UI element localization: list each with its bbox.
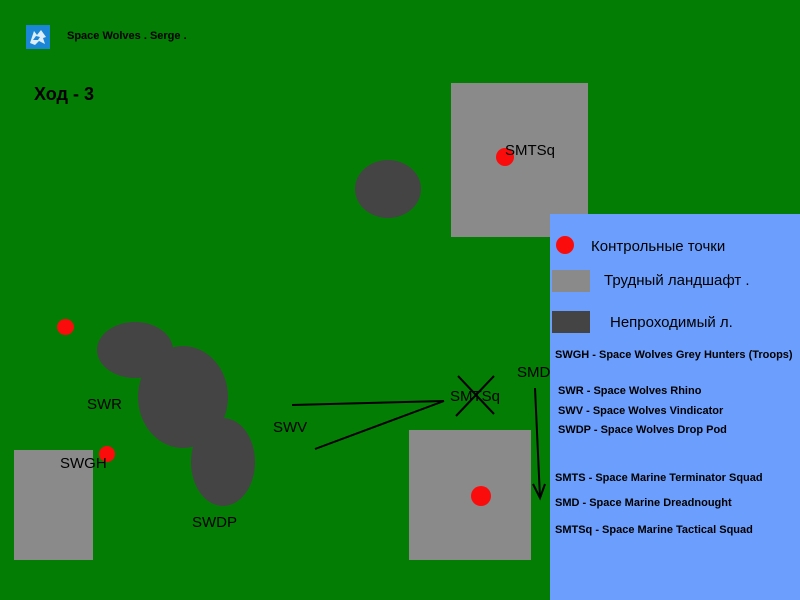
unit-label-swdp: SWDP [192,514,237,531]
arrow-head [532,483,546,501]
unit-label-smd: SMD [517,364,551,381]
destroyed-marker [455,375,495,417]
impassable-terrain-bottom [191,418,255,506]
movement-line [314,400,445,450]
hard-terrain-bottom-center [409,430,531,560]
legend-abbr-swr: SWR - Space Wolves Rhino [558,385,702,397]
movement-line [291,400,445,406]
impassable-swatch [552,311,590,333]
legend-abbr-swv: SWV - Space Wolves Vindicator [558,405,724,417]
objective-marker [471,486,491,506]
hard-terrain-swatch [552,270,590,292]
legend-abbr-smts: SMTS - Space Marine Terminator Squad [555,472,763,484]
legend-objectives: Контрольные точки [591,238,726,255]
legend-abbr-swdp: SWDP - Space Wolves Drop Pod [558,424,727,436]
hard-terrain-bottom-left [14,450,93,560]
hard-terrain-top [451,83,588,237]
legend-abbr-smd: SMD - Space Marine Dreadnought [555,497,732,509]
impassable-terrain-top [355,160,421,218]
objective-marker [496,148,514,166]
legend-abbr-swgh: SWGH - Space Wolves Grey Hunters (Troops… [555,349,793,361]
legend-impassable: Непроходимый л. [610,314,733,331]
map-title: Space Wolves . Serge . [67,30,187,42]
legend-abbr-smtsq: SMTSq - Space Marine Tactical Squad [555,524,753,536]
objective-swatch [556,236,574,254]
movement-arrow [534,387,541,499]
unit-label-swr: SWR [87,396,122,413]
legend-panel: Контрольные точки Трудный ландшафт . Неп… [550,214,800,600]
objective-marker [99,446,115,462]
legend-hard-terrain: Трудный ландшафт . [604,272,750,289]
turn-counter: Ход - 3 [34,84,94,104]
unit-label-swv: SWV [273,419,308,436]
unit-label-swgh: SWGH [60,455,107,472]
objective-marker [57,319,74,335]
space-wolves-icon [26,25,50,49]
unit-label-smtsq: SMTSq [505,142,556,159]
unit-label-smtsq: SMTSq [450,388,501,405]
